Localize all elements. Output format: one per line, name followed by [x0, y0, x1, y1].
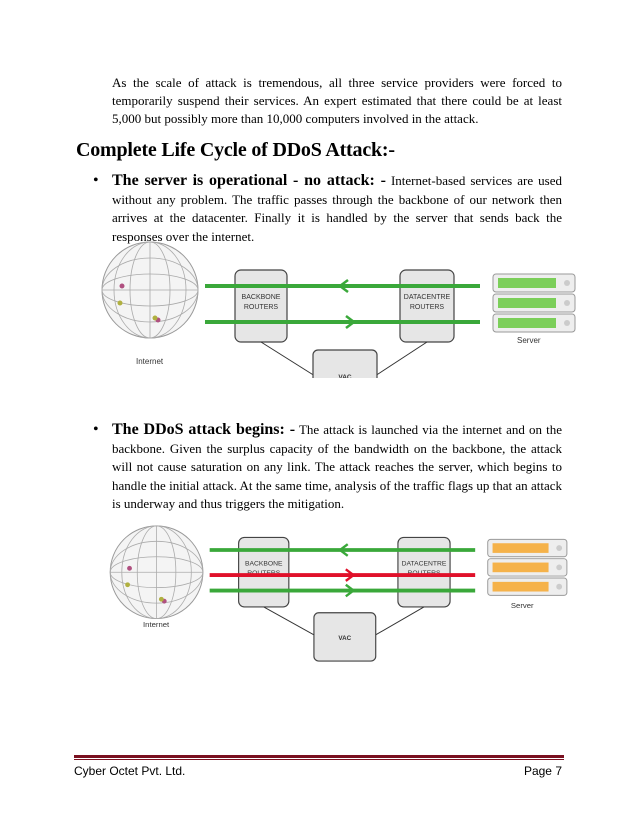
datacentre-label-line1: DATACENTRE: [404, 294, 451, 301]
bullet-icon: •: [93, 172, 99, 189]
footer-rule: [74, 755, 564, 758]
footer-company: Cyber Octet Pvt. Ltd.: [74, 764, 186, 778]
intro-paragraph: As the scale of attack is tremendous, al…: [112, 75, 562, 126]
datacentre-label-line1: DATACENTRE: [402, 560, 447, 567]
list-item: The DDoS attack begins: - The attack is …: [112, 421, 562, 514]
item-title: The server is operational - no attack: -: [112, 172, 386, 189]
vac-link-right: [373, 606, 425, 637]
bullet-icon: •: [93, 421, 99, 438]
network-diagram-no-attack: Internet BACKBONE ROUTERS DATACENTRE ROU…: [101, 241, 576, 378]
section-heading: Complete Life Cycle of DDoS Attack:-: [76, 139, 395, 161]
server-label: Server: [511, 601, 534, 610]
internet-label: Internet: [136, 357, 164, 366]
vac-box: [313, 612, 377, 662]
list-item: The server is operational - no attack: -…: [112, 172, 562, 246]
network-diagram-attack-begins: Internet BACKBONE ROUTERS DATACENTRE ROU…: [109, 525, 568, 662]
vac-link-right: [374, 341, 428, 377]
backbone-label-line1: BACKBONE: [245, 560, 283, 567]
arrow-left-icon: [337, 279, 349, 293]
item-title: The DDoS attack begins: -: [112, 421, 296, 438]
server-rack-icon: [492, 273, 576, 333]
vac-label: VAC: [338, 374, 352, 378]
arrow-right-icon: [345, 315, 357, 329]
item-body: The attack is launched via the internet …: [112, 422, 563, 511]
datacentre-label-line2: ROUTERS: [410, 304, 445, 311]
arrow-right-icon: [345, 583, 356, 598]
server-label: Server: [517, 336, 541, 345]
arrow-right-icon: [345, 568, 356, 582]
vac-label: VAC: [338, 635, 351, 642]
backbone-label-line2: ROUTERS: [244, 304, 279, 311]
internet-label: Internet: [143, 620, 170, 629]
item-body: Internet-based services are used without…: [112, 173, 562, 244]
internet-globe-icon: [109, 525, 204, 620]
internet-globe-icon: [101, 241, 199, 339]
vac-link-left: [260, 341, 316, 377]
arrow-left-icon: [337, 543, 349, 557]
backbone-label-line1: BACKBONE: [242, 294, 281, 301]
vac-box: [312, 349, 378, 378]
server-rack-icon: [487, 538, 568, 596]
footer-rule-thin: [74, 759, 564, 760]
vac-link-left: [263, 606, 317, 637]
footer-page-number: Page 7: [523, 764, 562, 778]
